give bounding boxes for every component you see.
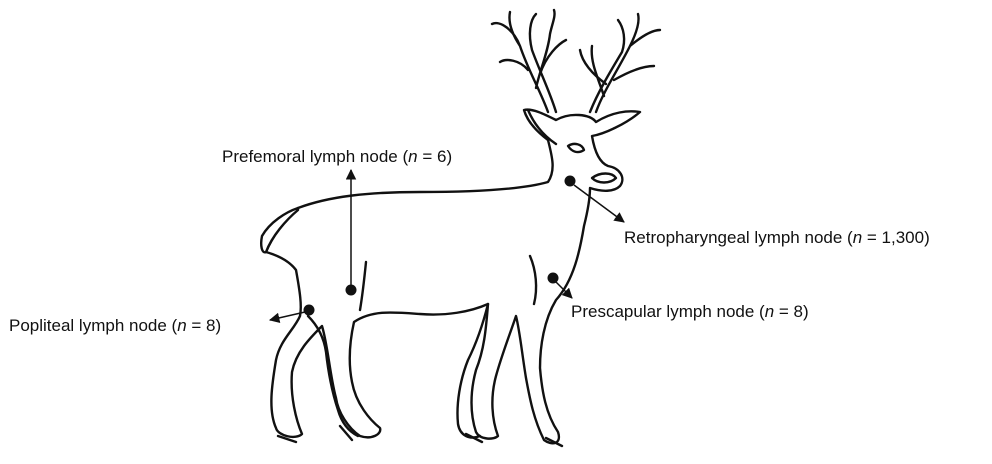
retropharyngeal-label: Retropharyngeal lymph node (n = 1,300): [624, 228, 930, 248]
antlers: [492, 10, 660, 112]
prescapular-label: Prescapular lymph node (n = 8): [571, 302, 809, 322]
prefemoral-label: Prefemoral lymph node (n = 6): [222, 147, 452, 167]
retropharyngeal-node-marker: [565, 176, 576, 187]
popliteal-label: Popliteal lymph node (n = 8): [9, 316, 221, 336]
popliteal-node-marker: [304, 305, 315, 316]
prefemoral-node-marker: [346, 285, 357, 296]
